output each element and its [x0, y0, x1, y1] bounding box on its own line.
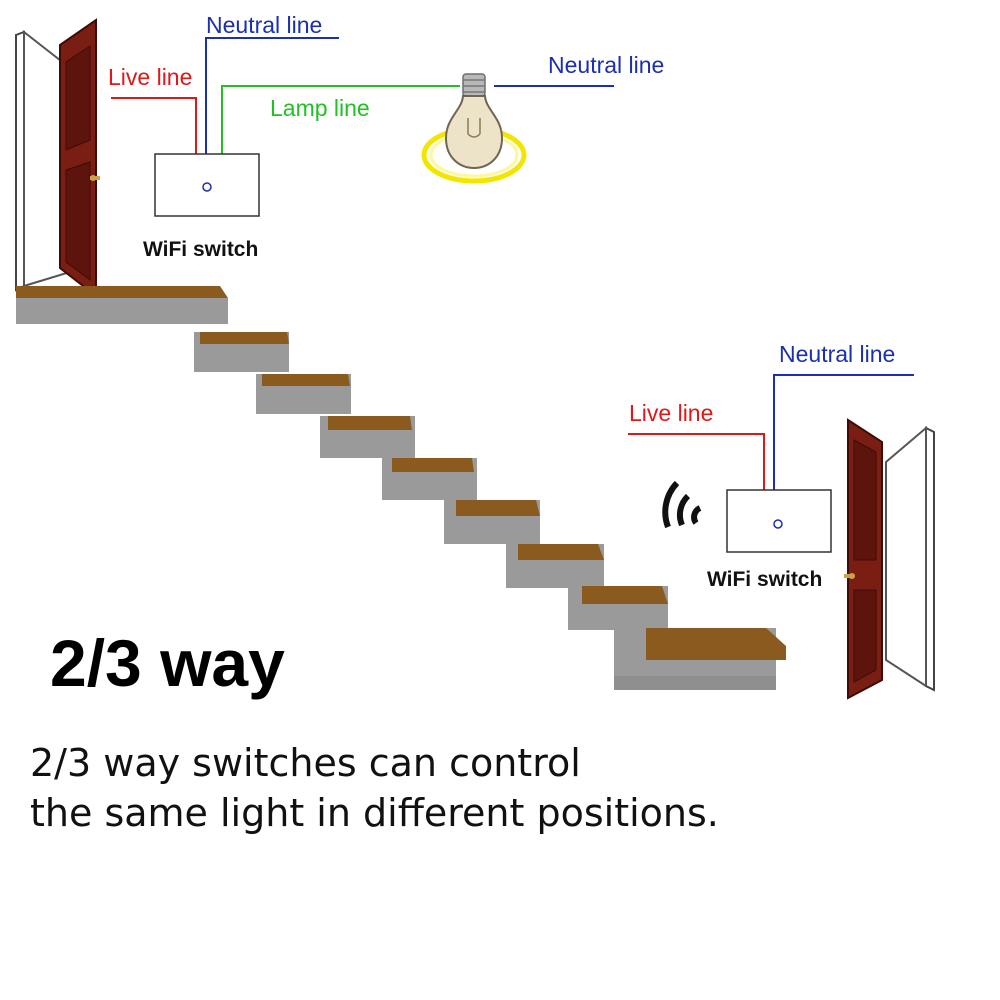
bottom-switch-caption: WiFi switch	[707, 568, 822, 591]
top-wiring	[111, 37, 614, 154]
top-switch-caption: WiFi switch	[143, 238, 258, 261]
lamp-neutral-label: Neutral line	[548, 52, 664, 78]
diagram-title: 2/3 way	[50, 626, 285, 700]
bottom-wiring	[628, 374, 914, 490]
bottom-wifi-switch	[726, 489, 832, 553]
bottom-door-icon	[844, 418, 935, 700]
bottom-live-label: Live line	[629, 400, 713, 426]
description-line-1: 2/3 way switches can control	[30, 741, 581, 785]
top-wifi-switch	[154, 153, 260, 217]
description-line-2: the same light in different positions.	[30, 791, 719, 835]
top-live-label: Live line	[108, 64, 192, 90]
bottom-neutral-label: Neutral line	[779, 341, 895, 367]
lamp-line-label: Lamp line	[270, 95, 370, 121]
staircase	[16, 286, 786, 690]
wifi-signal-icon	[662, 480, 702, 529]
top-door-icon	[15, 18, 100, 299]
light-bulb-icon	[421, 73, 527, 184]
top-neutral-label: Neutral line	[206, 12, 322, 38]
